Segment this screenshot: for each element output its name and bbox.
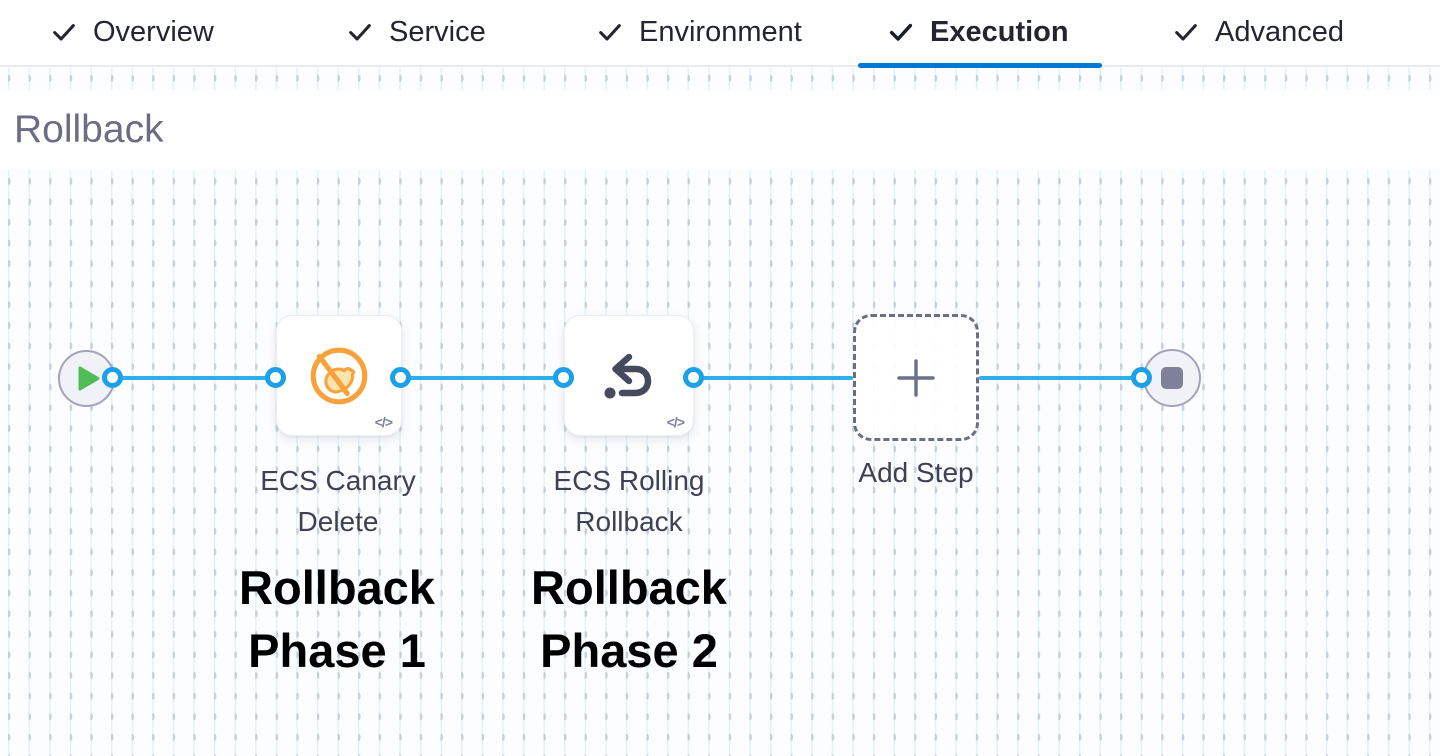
add-step-label: Add Step xyxy=(858,457,974,488)
connector-port xyxy=(265,367,286,388)
check-icon xyxy=(349,24,371,41)
connector-link xyxy=(979,376,1142,380)
annotation-line: Rollback xyxy=(531,561,727,614)
step-label-line: Rollback xyxy=(575,506,683,537)
step-label-line: ECS Rolling xyxy=(553,465,705,496)
step-node-ecs-canary-delete[interactable]: </> xyxy=(276,315,402,436)
step-label-line: ECS Canary xyxy=(260,465,416,496)
add-step-button[interactable] xyxy=(853,314,979,441)
rollback-arrow-icon xyxy=(604,353,652,398)
annotation-line: Phase 1 xyxy=(248,624,426,677)
code-badge-icon: </> xyxy=(666,414,685,430)
connector-link xyxy=(694,376,853,380)
tab-label: Advanced xyxy=(1215,15,1344,48)
tab-label: Environment xyxy=(639,15,802,48)
annotation-line: Rollback xyxy=(239,561,435,614)
canary-delete-icon xyxy=(310,347,368,404)
tab-service[interactable]: Service xyxy=(346,0,486,64)
section-title-band xyxy=(0,90,1440,170)
pipeline-canvas[interactable] xyxy=(0,68,1440,756)
tab-label: Service xyxy=(389,15,486,48)
tab-label: Overview xyxy=(93,15,214,48)
annotation-line: Phase 2 xyxy=(540,624,718,677)
tab-execution[interactable]: Execution xyxy=(887,0,1069,64)
check-icon xyxy=(599,24,621,41)
connector-port xyxy=(1131,367,1152,388)
tab-environment[interactable]: Environment xyxy=(596,0,802,64)
stop-icon xyxy=(1161,367,1183,389)
check-icon xyxy=(889,23,913,41)
connector-port xyxy=(553,367,574,388)
active-tab-underline xyxy=(858,63,1102,68)
step-node-ecs-rolling-rollback[interactable]: </> xyxy=(564,315,694,436)
connector-link xyxy=(401,376,564,380)
connector-port xyxy=(390,367,411,388)
plus-icon xyxy=(897,358,935,397)
step-label-ecs-canary-delete: ECS Canary Delete xyxy=(238,460,438,542)
tab-label: Execution xyxy=(930,15,1069,48)
step-label-ecs-rolling-rollback: ECS Rolling Rollback xyxy=(529,460,729,542)
annotation-rollback-phase-1: Rollback Phase 1 xyxy=(187,556,487,682)
code-badge-icon: </> xyxy=(374,414,393,430)
check-icon xyxy=(1175,24,1197,41)
play-icon xyxy=(78,366,100,391)
check-icon xyxy=(53,24,75,41)
stage-tab-bar: Overview Service Environment Execution A… xyxy=(0,0,1440,68)
step-label-line: Delete xyxy=(297,506,379,537)
annotation-rollback-phase-2: Rollback Phase 2 xyxy=(479,556,779,682)
tab-overview[interactable]: Overview xyxy=(50,0,214,64)
connector-link xyxy=(113,376,276,380)
tab-advanced[interactable]: Advanced xyxy=(1172,0,1344,64)
pipeline-end-node xyxy=(1143,349,1201,407)
connector-port xyxy=(683,367,704,388)
section-title: Rollback xyxy=(14,108,164,151)
connector-port xyxy=(102,367,123,388)
